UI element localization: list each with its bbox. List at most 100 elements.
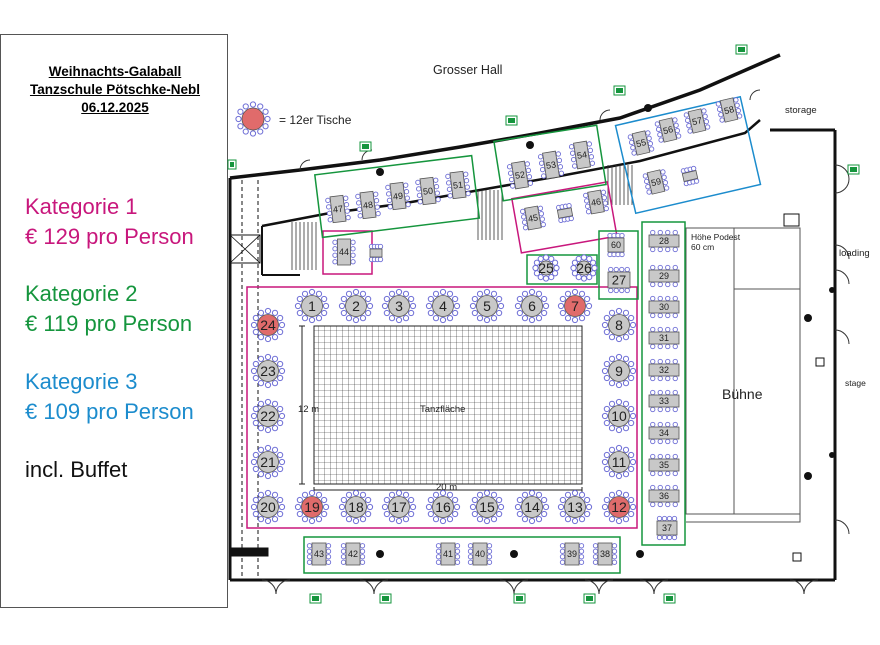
round-table-11: 11 bbox=[601, 444, 637, 480]
category-3-name: Kategorie 3 bbox=[25, 369, 138, 394]
table-number: 20 bbox=[260, 499, 276, 515]
rect-table-57: 57 bbox=[683, 108, 711, 134]
rect-table-48: 48 bbox=[355, 190, 381, 220]
table-number: 13 bbox=[567, 499, 583, 515]
doors bbox=[261, 89, 850, 595]
table-number: 4 bbox=[439, 298, 447, 314]
rect-table-59: 59 bbox=[642, 169, 670, 195]
table-number: 39 bbox=[567, 549, 577, 559]
table-number: 23 bbox=[260, 363, 276, 379]
rect-table-58: 58 bbox=[715, 97, 743, 123]
table-number: 15 bbox=[479, 499, 495, 515]
round-table-17: 17 bbox=[381, 489, 417, 525]
dancefloor-label: Tanzfläche bbox=[420, 404, 465, 415]
rect-table-56: 56 bbox=[654, 117, 682, 143]
round-table-7: 7 bbox=[557, 288, 593, 324]
table-number: 32 bbox=[659, 365, 669, 375]
rect-table-51: 51 bbox=[445, 170, 471, 200]
table-number: 6 bbox=[528, 298, 536, 314]
rect-table-32: 32 bbox=[648, 358, 680, 382]
table-number: 9 bbox=[615, 363, 623, 379]
round-table-15: 15 bbox=[469, 489, 505, 525]
round-table-1: 1 bbox=[294, 288, 330, 324]
table-number: 54 bbox=[576, 149, 587, 160]
round-table-13: 13 bbox=[557, 489, 593, 525]
rect-table-55: 55 bbox=[627, 130, 655, 156]
round-table-16: 16 bbox=[425, 489, 461, 525]
table-number: 46 bbox=[590, 196, 602, 208]
category-1-name: Kategorie 1 bbox=[25, 194, 138, 219]
event-title: Weihnachts-Galaball bbox=[48, 64, 182, 79]
round-table-23: 23 bbox=[250, 353, 286, 389]
rect-table-35: 35 bbox=[648, 453, 680, 477]
rect-table-60: 60 bbox=[607, 232, 625, 258]
table-number: 48 bbox=[362, 200, 373, 211]
rect-table-52: 52 bbox=[506, 160, 534, 190]
rect-table-53: 53 bbox=[537, 150, 565, 180]
round-table-5: 5 bbox=[469, 288, 505, 324]
table-number: 27 bbox=[612, 273, 626, 288]
table-number: 29 bbox=[659, 271, 669, 281]
rect-table-34: 34 bbox=[648, 421, 680, 445]
table-number: 24 bbox=[260, 317, 276, 333]
stage-name: Bühne bbox=[722, 386, 763, 402]
rect-table-50: 50 bbox=[415, 176, 441, 206]
hall-label: Grosser Hall bbox=[433, 63, 502, 77]
table-number: 58 bbox=[723, 104, 735, 116]
table-number: 45 bbox=[527, 212, 539, 224]
table-number: 49 bbox=[392, 191, 403, 202]
legend-panel: Weihnachts-Galaball Tanzschule Pötschke-… bbox=[0, 34, 228, 608]
table-number: 44 bbox=[339, 247, 349, 257]
table-legend-text: = 12er Tische bbox=[279, 113, 352, 127]
table-number: 16 bbox=[435, 499, 451, 515]
rect-table-41: 41 bbox=[435, 542, 461, 566]
table-number: 31 bbox=[659, 333, 669, 343]
round-table-24: 24 bbox=[250, 307, 286, 343]
table-number: 19 bbox=[304, 499, 320, 515]
table-number: 5 bbox=[483, 298, 491, 314]
table-number: 51 bbox=[452, 180, 463, 191]
table-number: 7 bbox=[571, 298, 579, 314]
table-number: 1 bbox=[308, 298, 316, 314]
round-table-8: 8 bbox=[601, 307, 637, 343]
rect-table-38: 38 bbox=[592, 542, 618, 566]
table-number: 12 bbox=[611, 499, 627, 515]
event-organizer: Tanzschule Pötschke-Nebl bbox=[29, 82, 201, 97]
table-number: 37 bbox=[662, 523, 672, 533]
rect-table-27: 27 bbox=[607, 266, 631, 294]
table-number: 52 bbox=[514, 169, 525, 180]
round-table-21: 21 bbox=[250, 444, 286, 480]
storage-label: storage bbox=[785, 105, 817, 116]
category-3-price: € 109 pro Person bbox=[25, 399, 194, 424]
dancefloor-width: 20 m bbox=[436, 482, 457, 493]
round-table-3: 3 bbox=[381, 288, 417, 324]
table-number: 26 bbox=[576, 260, 592, 276]
table-number: 18 bbox=[348, 499, 364, 515]
stage: Höhe Podest 60 cm Bühne bbox=[685, 227, 801, 523]
rect-table-30: 30 bbox=[648, 295, 680, 319]
category-2-name: Kategorie 2 bbox=[25, 281, 138, 306]
table-number: 57 bbox=[691, 115, 703, 127]
table-number: 34 bbox=[659, 428, 669, 438]
rect-table-40: 40 bbox=[467, 542, 493, 566]
round-table-12: 12 bbox=[601, 489, 637, 525]
table-number: 40 bbox=[475, 549, 485, 559]
dance-floor: 12 m 20 m Tanzfläche bbox=[298, 325, 583, 493]
round-table-14: 14 bbox=[514, 489, 550, 525]
table-number: 38 bbox=[600, 549, 610, 559]
buffet-note: incl. Buffet bbox=[25, 457, 128, 482]
rect-table-33: 33 bbox=[648, 389, 680, 413]
table-number: 60 bbox=[611, 240, 621, 250]
podest-label: Höhe Podest bbox=[691, 232, 741, 242]
table-number: 3 bbox=[395, 298, 403, 314]
table-number: 21 bbox=[260, 454, 276, 470]
table-number: 55 bbox=[635, 137, 647, 149]
table-number: 14 bbox=[524, 499, 540, 515]
table-number: 35 bbox=[659, 460, 669, 470]
table-number: 43 bbox=[314, 549, 324, 559]
table-number: 59 bbox=[650, 176, 662, 188]
round-table-20: 20 bbox=[250, 489, 286, 525]
category-2-price: € 119 pro Person bbox=[25, 311, 193, 336]
rect-table- bbox=[368, 243, 384, 263]
